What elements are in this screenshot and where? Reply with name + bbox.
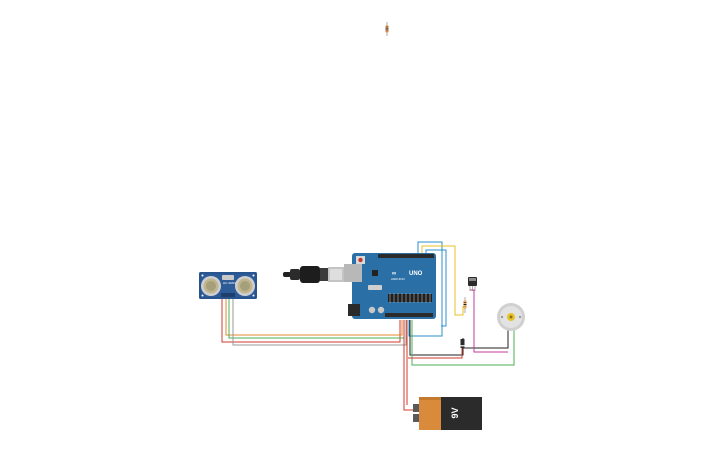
battery-9v[interactable]: 9V [413, 397, 482, 430]
wire-red-sensor[interactable] [221, 298, 401, 343]
arduino-board-label: UNO [409, 271, 423, 277]
ultrasonic-sensor[interactable]: HC-SR04 [199, 272, 257, 299]
arduino-uno[interactable]: ∞ UNO ARDUINO [344, 253, 436, 319]
arduino-brand: ARDUINO [391, 277, 406, 281]
usb-cable[interactable] [283, 266, 344, 283]
wire-green-motor[interactable] [411, 320, 515, 366]
wire-magenta[interactable] [470, 289, 508, 353]
diode[interactable] [460, 339, 465, 348]
transistor[interactable] [468, 277, 477, 291]
wire-blue-2[interactable] [425, 249, 447, 327]
capacitor [377, 306, 385, 314]
battery-label: 9V [450, 407, 460, 418]
usb-port [344, 264, 362, 282]
digital-header[interactable] [378, 254, 434, 258]
wire-blue-top[interactable] [408, 241, 443, 337]
arduino-logo: ∞ [392, 271, 396, 277]
capacitor [368, 306, 376, 314]
wire-black-motor[interactable] [463, 328, 509, 349]
resistor-top[interactable] [385, 22, 389, 36]
wire-red-motor[interactable] [408, 346, 463, 359]
power-jack [348, 304, 360, 316]
wire-red-battery[interactable] [403, 320, 416, 411]
sensor-transducer-left [201, 276, 221, 296]
dc-motor[interactable] [497, 303, 525, 331]
wire-yellow-top[interactable] [421, 245, 464, 316]
wire-black-ground[interactable] [409, 320, 464, 356]
resistor-mid[interactable] [463, 297, 467, 313]
power-analog-header[interactable] [385, 313, 433, 317]
wire-orange-sensor[interactable] [225, 298, 403, 336]
sensor-transducer-right [235, 276, 255, 296]
sensor-label: HC-SR04 [223, 281, 236, 285]
wire-gray-sensor[interactable] [232, 298, 407, 346]
